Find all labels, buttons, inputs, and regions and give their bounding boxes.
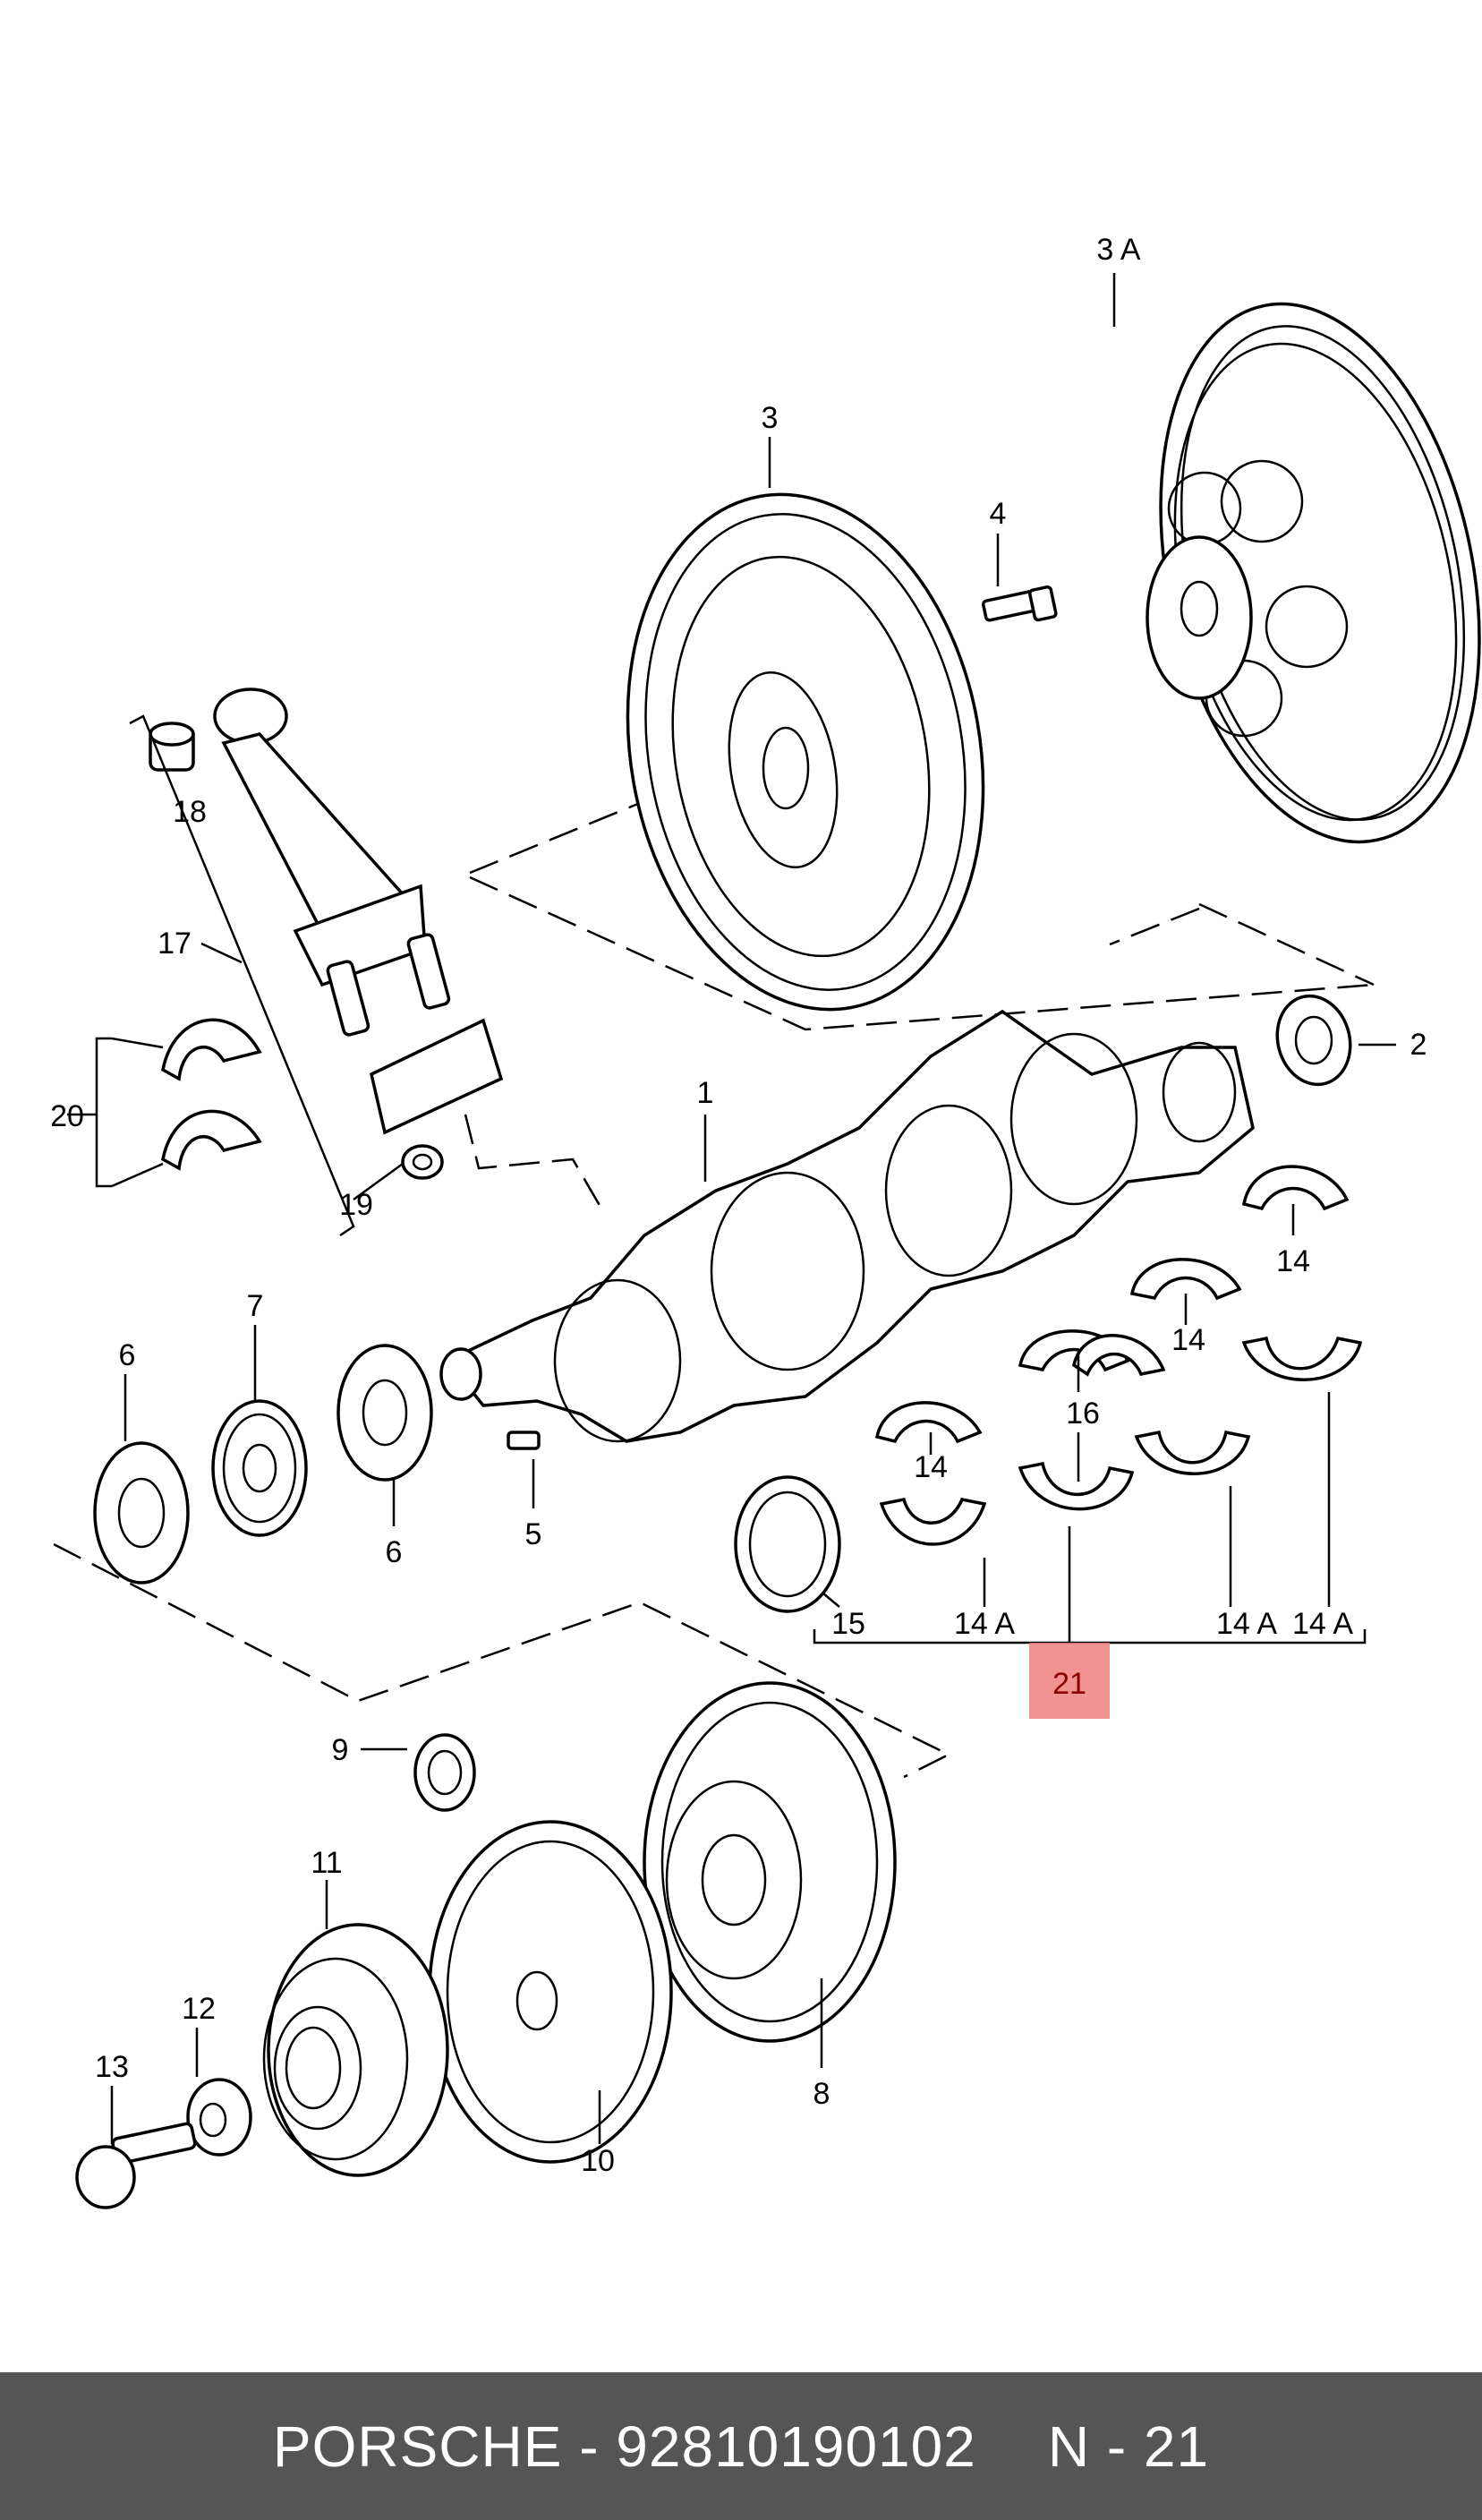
footer-brand: PORSCHE: [272, 2413, 563, 2479]
gear-7: [211, 1399, 308, 1537]
callout-3: 3: [762, 401, 779, 435]
callout-20: 20: [50, 1099, 84, 1133]
callout-14a-2: 14 A: [1216, 1607, 1277, 1641]
spacer-12: [186, 2078, 252, 2157]
seal-6-left: [93, 1441, 190, 1585]
woodruff-key-5: [507, 1431, 541, 1450]
bolt-4: [981, 585, 1058, 622]
callout-labels: 1 2 3 3 A 4 5 6 6 7 8 9 10 11 12 13 14 1…: [50, 233, 1427, 2178]
washer-6-right: [336, 1344, 433, 1482]
callout-19: 19: [339, 1188, 373, 1222]
callout-1: 1: [697, 1076, 714, 1110]
callout-14a-1: 14 A: [954, 1607, 1015, 1641]
flywheel-3: [626, 492, 985, 1012]
callout-12: 12: [182, 1992, 216, 2026]
callout-8: 8: [813, 2077, 830, 2111]
crankshaft-1: [439, 1009, 1255, 1443]
flywheel-group-boundary: [469, 799, 645, 875]
callout-2: 2: [1410, 1028, 1427, 1062]
connecting-rod-17: [213, 688, 504, 1135]
callout-14a-3: 14 A: [1292, 1607, 1353, 1641]
callout-4: 4: [990, 497, 1007, 531]
footer-ref: N - 21: [1047, 2413, 1210, 2479]
callout-11: 11: [311, 1846, 342, 1880]
nut-19: [401, 1144, 444, 1180]
callout-3a: 3 A: [1096, 233, 1140, 267]
flywheel-dashed-frame: [469, 876, 1375, 1031]
callout-14-left: 14: [914, 1450, 948, 1484]
callout-6-right: 6: [386, 1535, 403, 1569]
rod-dashed-link: [464, 1114, 606, 1214]
rod-bearing-shells-20: [161, 1018, 262, 1171]
callout-21-highlight: [1029, 1643, 1110, 1719]
bolt-13: [75, 2122, 197, 2209]
callout-13: 13: [95, 2050, 129, 2084]
callout-6-left: 6: [119, 1338, 136, 1372]
callout-17: 17: [158, 927, 192, 961]
footer-part-number: 92810190102: [616, 2413, 976, 2479]
pulley-10: [428, 1820, 673, 2164]
pulley-dashed-frame: [53, 1542, 951, 1779]
callout-15: 15: [831, 1607, 865, 1641]
callout-7: 7: [247, 1289, 264, 1323]
crankshaft-exploded-diagram: 1 2 3 3 A 4 5 6 6 7 8 9 10 11 12 13 14 1…: [50, 233, 1481, 2209]
pilot-bearing-2: [1275, 994, 1352, 1087]
callout-14-top: 14: [1276, 1244, 1310, 1278]
main-bearing-shells: [874, 1165, 1363, 1546]
callout-14-mid: 14: [1171, 1323, 1205, 1357]
footer-bar: PORSCHE - 92810190102 N - 21: [0, 2372, 1482, 2520]
callout-9: 9: [332, 1733, 349, 1767]
thrust-ring-15: [734, 1475, 841, 1613]
callout-18: 18: [173, 795, 207, 829]
callout-5: 5: [525, 1517, 542, 1551]
damper-11: [262, 1923, 449, 2177]
callout-21: 21: [1052, 1667, 1086, 1701]
flywheel-3a: [1146, 302, 1481, 844]
callout-10: 10: [581, 2144, 615, 2178]
pulley-8: [643, 1681, 897, 2043]
footer-dash: -: [579, 2413, 600, 2479]
callout-16: 16: [1066, 1397, 1100, 1431]
seal-9: [413, 1733, 476, 1812]
